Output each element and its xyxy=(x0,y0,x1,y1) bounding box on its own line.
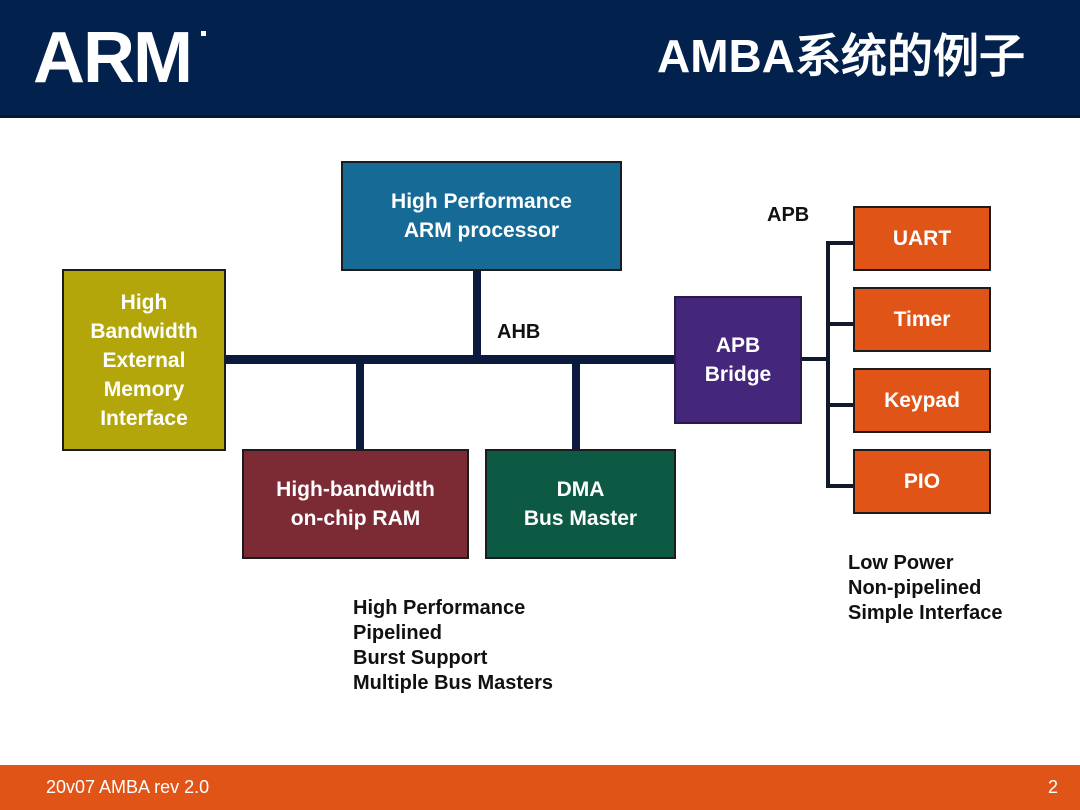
apb-feature: Non-pipelined xyxy=(848,577,982,599)
ahb-feature: Multiple Bus Masters xyxy=(353,672,554,694)
apb-feature: Low Power xyxy=(848,552,954,574)
ahb-link-cpu xyxy=(473,268,481,358)
ahb-features-list: High Performance Pipelined Burst Support… xyxy=(353,596,553,696)
slide-footer: 20v07 AMBA rev 2.0 2 xyxy=(0,765,1080,810)
ahb-label: AHB xyxy=(497,321,541,343)
block-arm-processor: High Performance ARM processor xyxy=(341,161,622,271)
block-dma-bus-master: DMA Bus Master xyxy=(485,449,676,559)
ahb-bus-main xyxy=(224,355,676,364)
apb-link-timer xyxy=(826,322,856,326)
apb-link-uart xyxy=(826,241,856,245)
footer-doc-id: 20v07 AMBA rev 2.0 xyxy=(46,777,210,797)
apb-feature: Simple Interface xyxy=(848,602,1003,624)
ahb-link-ram xyxy=(356,360,364,452)
ahb-feature: Burst Support xyxy=(353,647,488,669)
ahb-feature: High Performance xyxy=(353,597,526,619)
arm-logo: ARM xyxy=(33,18,193,98)
block-uart: UART xyxy=(853,206,991,271)
trademark-mark xyxy=(201,31,206,36)
slide-title: AMBA系统的例子 xyxy=(657,30,1025,82)
block-pio: PIO xyxy=(853,449,991,514)
apb-link-keypad xyxy=(826,403,856,407)
block-on-chip-ram: High-bandwidth on-chip RAM xyxy=(242,449,469,559)
ahb-link-dma xyxy=(572,360,580,452)
block-keypad: Keypad xyxy=(853,368,991,433)
apb-bus-vertical xyxy=(826,241,830,487)
apb-link-bridge xyxy=(800,357,830,361)
slide-header: ARM AMBA系统的例子 xyxy=(0,0,1080,118)
page-number: 2 xyxy=(1047,777,1058,797)
ahb-feature: Pipelined xyxy=(353,622,442,644)
block-apb-bridge: APB Bridge xyxy=(674,296,802,424)
apb-features-list: Low Power Non-pipelined Simple Interface xyxy=(848,551,1003,626)
apb-label: APB xyxy=(767,204,810,226)
block-timer: Timer xyxy=(853,287,991,352)
apb-link-pio xyxy=(826,484,856,488)
block-external-memory-interface: High Bandwidth External Memory Interface xyxy=(62,269,226,451)
